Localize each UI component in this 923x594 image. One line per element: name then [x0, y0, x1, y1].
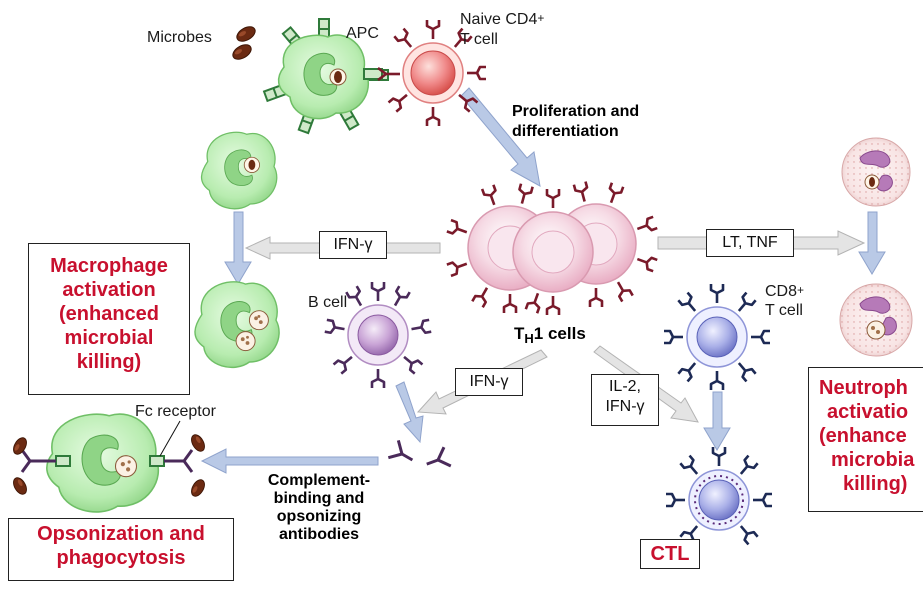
macrophage-activation-box: Macrophage activation (enhanced microbia…: [28, 243, 190, 395]
outcome-line: microbial: [64, 327, 154, 349]
complement-label-1: Complement-: [267, 472, 371, 489]
naive-tcell-label: T cell: [460, 31, 498, 48]
cd8-label: CD8+: [765, 283, 805, 300]
arrow-neutrophil-activation: [858, 211, 886, 275]
cd8-t-cell: [662, 282, 772, 392]
il2-line1: IL-2,: [608, 378, 641, 395]
arrow-opsonization: [200, 448, 379, 474]
naive-cd4-label: Naive CD4+: [460, 11, 545, 28]
microbe-icon: [10, 435, 30, 457]
outcome-line: activation: [62, 279, 156, 301]
arrow-proliferation: [460, 87, 541, 187]
complement-label-3: opsonizing: [276, 508, 362, 525]
apc-cell: [263, 18, 389, 135]
outcome-line: (enhance: [819, 425, 907, 447]
bcell-label: B cell: [308, 294, 348, 311]
cd8-tcell-label: T cell: [765, 302, 803, 319]
lt-tnf-box: LT, TNF: [706, 229, 794, 257]
arrow-bcell-antibodies: [395, 381, 424, 444]
complement-label-2: binding and: [273, 490, 365, 507]
neutrophil-activation-box: Neutroph activatio (enhance microbia kil…: [808, 367, 923, 512]
outcome-line: microbia: [831, 449, 915, 471]
naive-cd4-t-cell: [387, 18, 488, 128]
complement-label-4: antibodies: [278, 526, 359, 543]
outcome-line: killing): [76, 351, 142, 373]
microbes-label: Microbes: [147, 29, 212, 46]
ifn-gamma-box-left: IFN-γ: [319, 231, 387, 259]
macrophage-resting: [200, 131, 278, 210]
opsonization-box: Opsonization and phagocytosis: [8, 518, 234, 581]
outcome-line: Macrophage: [50, 255, 168, 277]
proliferation-label-line1: Proliferation and: [512, 103, 640, 120]
neutrophil-resting: [841, 137, 911, 207]
th1-cells: [445, 180, 659, 317]
ctl-box: CTL: [640, 539, 700, 569]
macrophage-activated: [194, 281, 280, 369]
ctl-cell: [664, 445, 774, 546]
microbe-icon: [233, 23, 259, 45]
outcome-line: phagocytosis: [56, 547, 186, 569]
il2-line2: IFN-γ: [605, 398, 645, 415]
il2-ifn-box: IL-2, IFN-γ: [591, 374, 659, 426]
neutrophil-activated: [839, 283, 913, 357]
apc-label: APC: [346, 25, 379, 42]
outcome-line: Neutroph: [819, 377, 908, 399]
microbe-icon: [188, 477, 208, 499]
b-cell: [323, 280, 433, 390]
arrow-macrophage-activation: [224, 211, 252, 285]
outcome-line: (enhanced: [58, 303, 160, 325]
arrow-cd8-ctl: [703, 391, 731, 451]
ifn-gamma-box-mid: IFN-γ: [455, 368, 523, 396]
outcome-line: activatio: [827, 401, 909, 423]
outcome-line: killing): [843, 473, 908, 495]
proliferation-label-line2: differentiation: [512, 123, 619, 140]
microbe-icon: [10, 475, 30, 497]
apc-tcell-synapse: [363, 66, 400, 82]
fc-receptor-label: Fc receptor: [135, 403, 216, 420]
antibodies: [386, 438, 453, 476]
microbe-icon: [229, 41, 255, 63]
th1-cells-label: TH1 cells: [514, 324, 586, 347]
opsonizing-macrophage: [20, 413, 194, 513]
outcome-line: Opsonization and: [37, 523, 205, 545]
